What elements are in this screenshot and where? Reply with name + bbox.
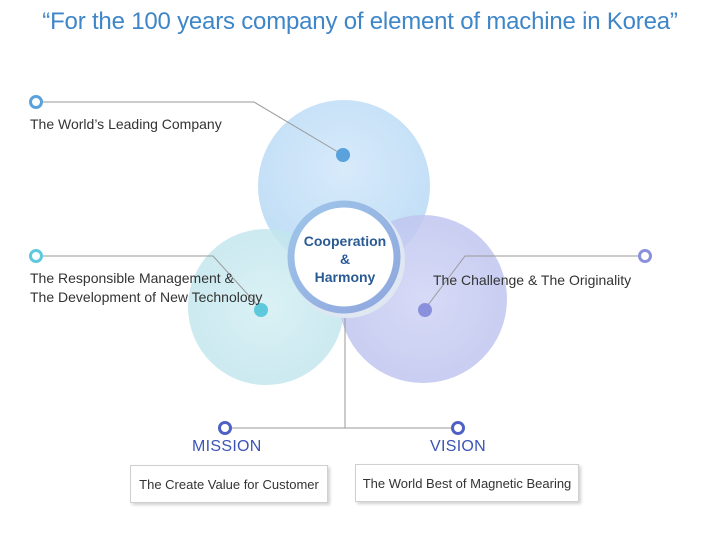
right-marker xyxy=(638,249,652,263)
page-title: “For the 100 years company of element of… xyxy=(42,8,678,35)
top-node-label: The World’s Leading Company xyxy=(30,116,222,132)
center-line1: Cooperation xyxy=(303,233,387,249)
vision-heading: VISION xyxy=(430,438,487,455)
left-dot xyxy=(254,303,268,317)
left-node-label-line2: The Development of New Technology xyxy=(30,289,263,305)
vision-text: The World Best of Magnetic Bearing xyxy=(362,475,572,491)
top-marker xyxy=(29,95,43,109)
right-node-label: The Challenge & The Originality xyxy=(433,272,632,288)
center-line3: Harmony xyxy=(314,269,376,285)
top-dot xyxy=(336,148,350,162)
left-node-label-line1: The Responsible Management & xyxy=(30,270,234,286)
center-line2: & xyxy=(339,251,351,267)
mission-text: The Create Value for Customer xyxy=(139,476,319,492)
connector-right xyxy=(424,255,645,310)
mission-marker xyxy=(218,421,232,435)
center-ring xyxy=(287,200,401,314)
left-marker xyxy=(29,249,43,263)
center-label: Cooperation & Harmony xyxy=(288,232,402,286)
connector-top xyxy=(36,101,344,156)
mission-heading: MISSION xyxy=(192,438,262,455)
mission-box: The Create Value for Customer xyxy=(130,465,328,503)
right-dot xyxy=(418,303,432,317)
connector-left xyxy=(36,255,262,310)
vision-box: The World Best of Magnetic Bearing xyxy=(355,464,579,502)
vision-marker xyxy=(451,421,465,435)
